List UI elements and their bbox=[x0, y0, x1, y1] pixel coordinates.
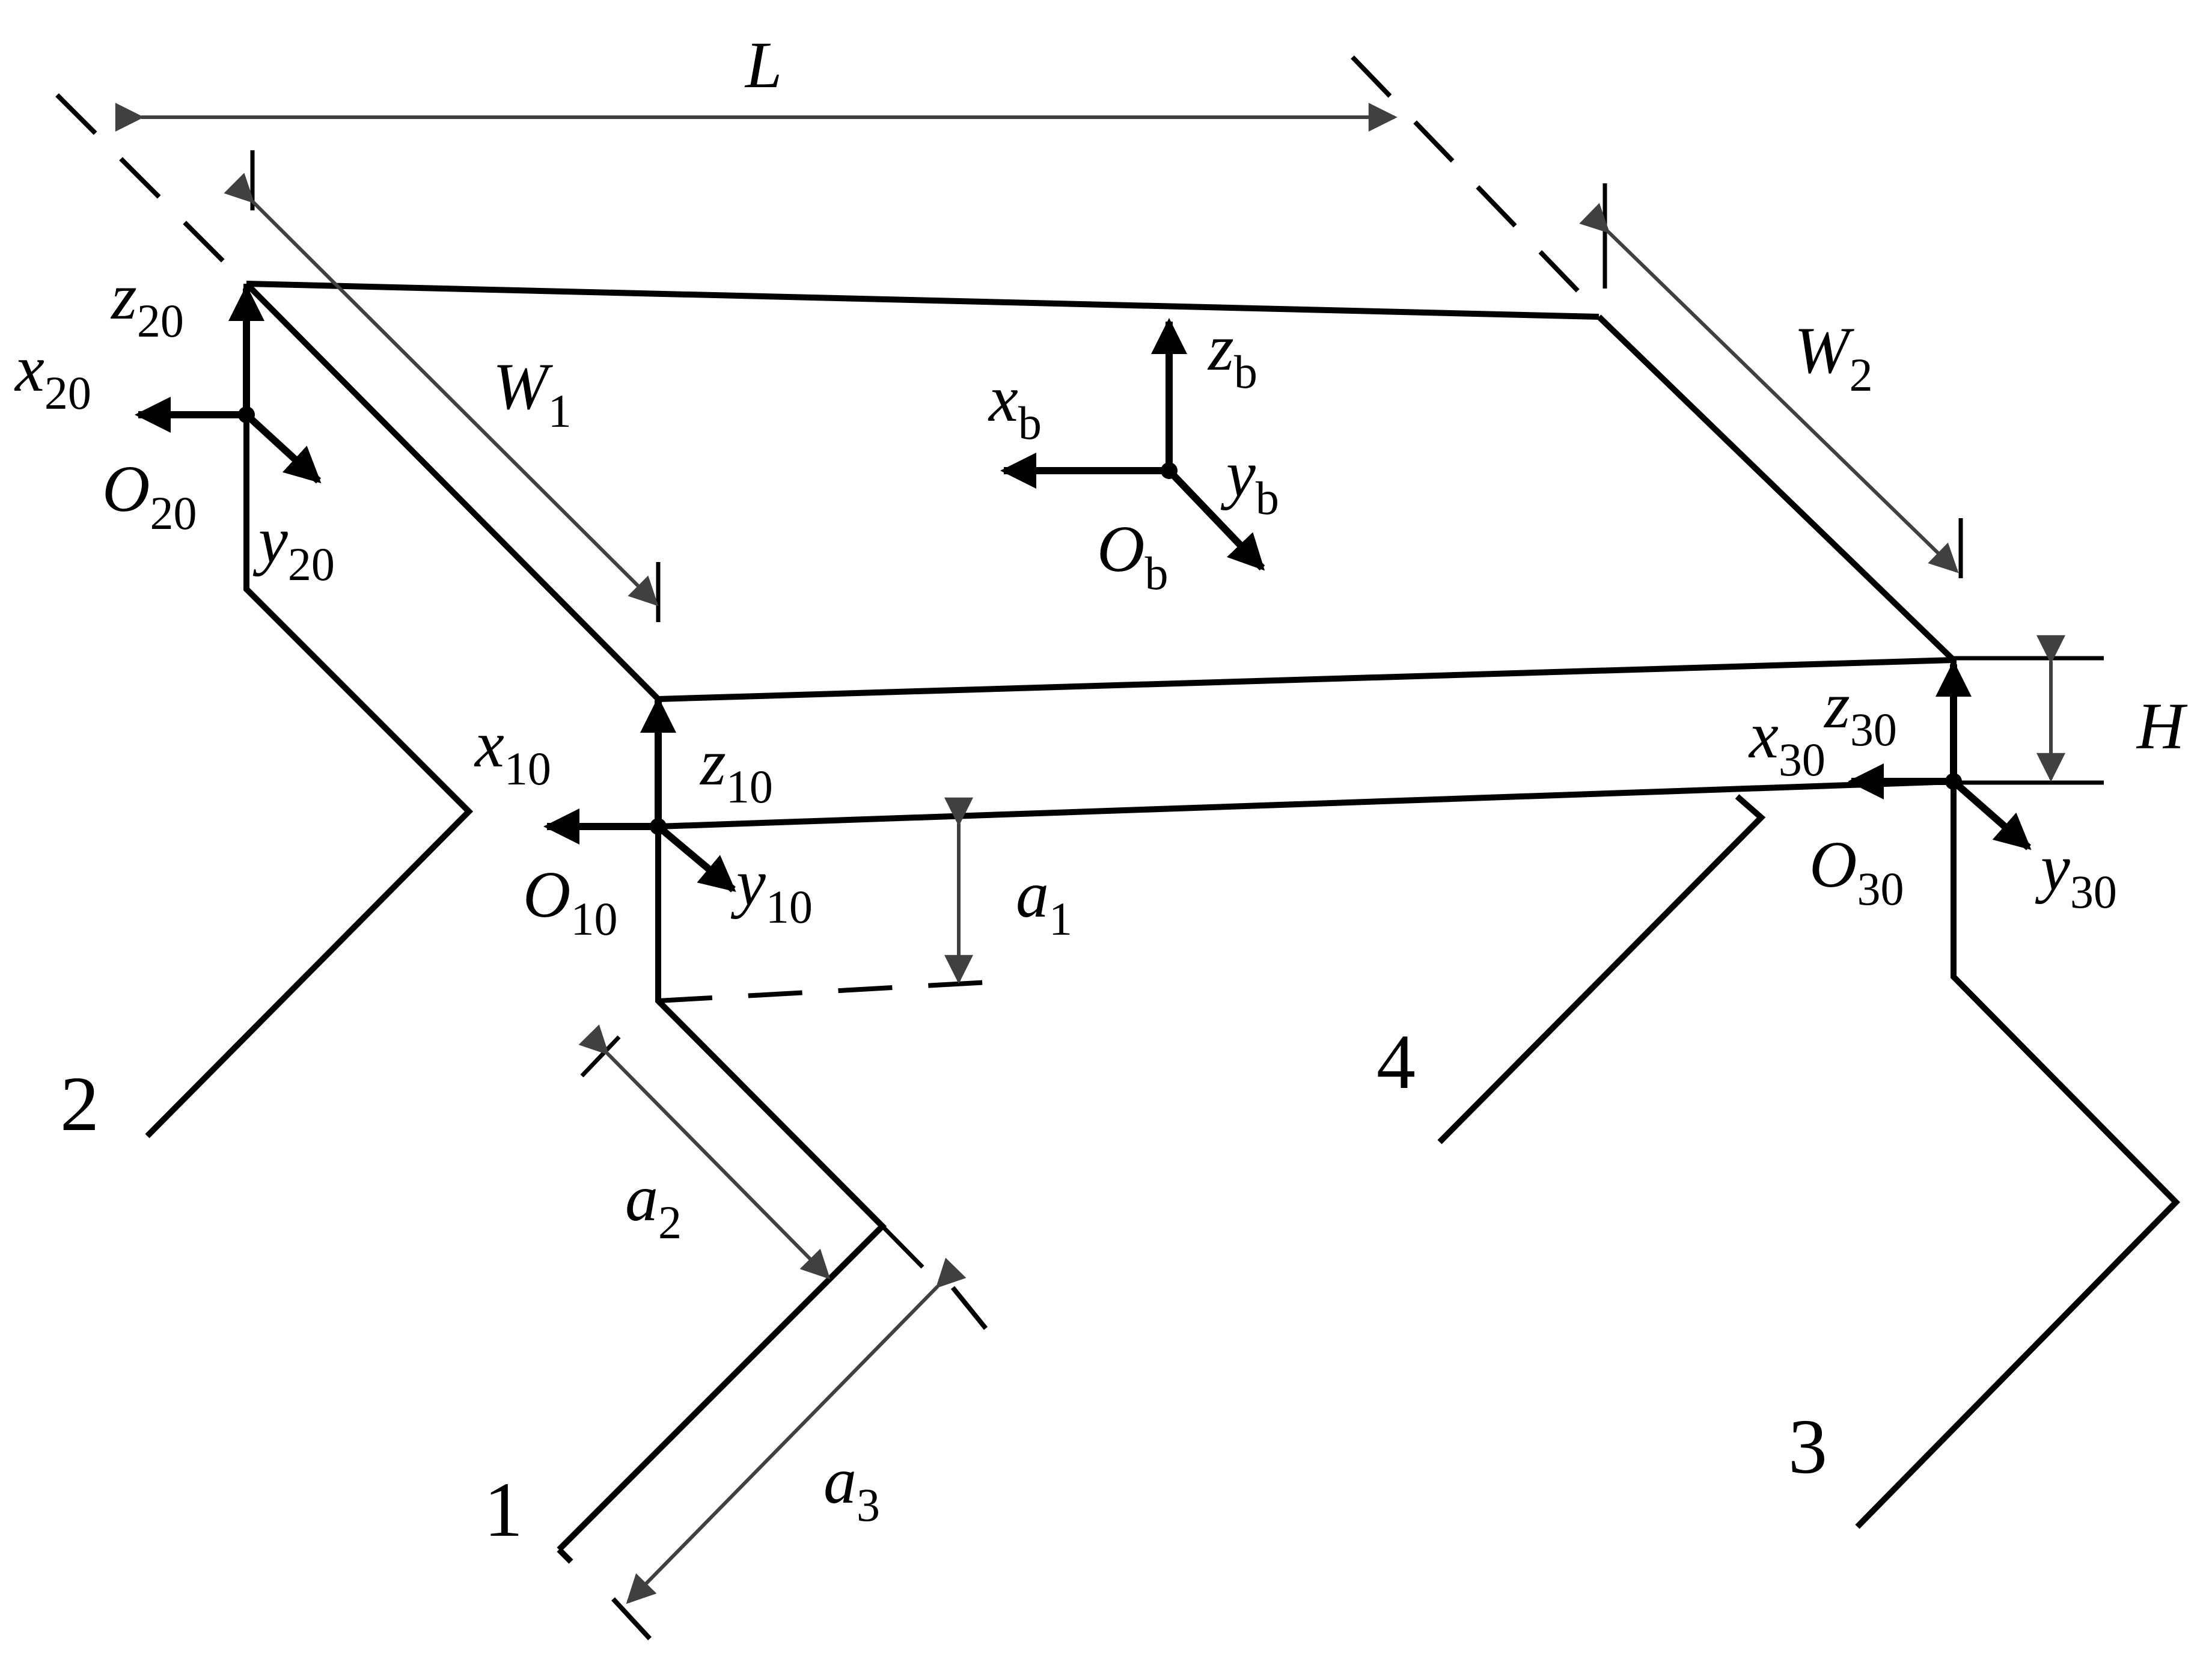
label-zb: zb bbox=[1207, 311, 1257, 398]
guide-right-diagonal bbox=[1351, 55, 1598, 311]
body-right-edge bbox=[1596, 314, 1956, 662]
leg-number-2: 2 bbox=[60, 1061, 99, 1147]
leg-number-3: 3 bbox=[1788, 1404, 1827, 1490]
leg-4-links bbox=[1437, 794, 1766, 1144]
label-y20: y20 bbox=[252, 503, 335, 590]
body-front-bottom-edge bbox=[658, 778, 1954, 830]
leg-number-4: 4 bbox=[1376, 1019, 1416, 1105]
frame-labels: zb xb yb Ob z10 x10 y10 O10 z20 x20 y20 … bbox=[14, 260, 2117, 945]
leg-3-links bbox=[1855, 781, 2181, 1529]
label-a1: a1 bbox=[1016, 858, 1072, 945]
leg2-y-axis bbox=[243, 412, 322, 484]
dim-W1-arrow bbox=[224, 173, 659, 607]
label-W1: W1 bbox=[493, 350, 572, 437]
body-back-edge bbox=[246, 281, 1599, 320]
label-H: H bbox=[2136, 689, 2188, 763]
guide-a1-baseline bbox=[658, 979, 1010, 1003]
leg1-y-axis bbox=[656, 823, 736, 893]
body-origin-dot bbox=[1161, 462, 1178, 479]
dim-W2-arrow bbox=[1579, 203, 1959, 573]
frame-axes bbox=[135, 285, 2032, 893]
leg-numbers: 1 2 3 4 bbox=[60, 1019, 1827, 1553]
body-left-edge bbox=[244, 281, 661, 701]
label-L: L bbox=[744, 28, 782, 102]
body-front-top-edge bbox=[658, 657, 1954, 702]
dimension-labels: L W1 W2 H a1 a2 a3 bbox=[493, 28, 2188, 1531]
label-y30: y30 bbox=[2035, 831, 2117, 918]
label-xb: xb bbox=[988, 362, 1042, 449]
label-x30: x30 bbox=[1748, 698, 1826, 786]
label-y10: y10 bbox=[730, 846, 813, 933]
guide-a3-start bbox=[611, 1597, 666, 1653]
dim-a2-arrow bbox=[578, 1024, 831, 1280]
dim-a3-arrow bbox=[626, 1257, 967, 1604]
label-x20: x20 bbox=[14, 332, 91, 419]
label-yb: yb bbox=[1220, 437, 1279, 524]
label-a2: a2 bbox=[625, 1161, 682, 1248]
label-O20: O20 bbox=[102, 452, 197, 539]
label-a3: a3 bbox=[823, 1444, 880, 1531]
leg2-origin-dot bbox=[238, 406, 255, 423]
label-z10: z10 bbox=[699, 726, 773, 813]
leg3-y-axis bbox=[1951, 778, 2032, 851]
leg1-origin-dot bbox=[650, 818, 667, 835]
tick-a2-start bbox=[580, 1035, 621, 1078]
label-z20: z20 bbox=[110, 260, 184, 347]
label-O10: O10 bbox=[523, 858, 617, 945]
leg-number-1: 1 bbox=[484, 1467, 523, 1553]
label-z30: z30 bbox=[1823, 668, 1897, 756]
guide-left-diagonal bbox=[55, 93, 239, 277]
leg-3 bbox=[1855, 781, 2181, 1529]
guide-a3-end bbox=[950, 1286, 988, 1330]
leg3-origin-dot bbox=[1945, 773, 1962, 790]
label-x10: x10 bbox=[474, 707, 551, 795]
leg-4 bbox=[1437, 794, 1766, 1144]
label-O30: O30 bbox=[1809, 828, 1904, 915]
label-W2: W2 bbox=[1794, 314, 1873, 401]
tick-a2-end bbox=[881, 1224, 924, 1269]
label-Ob: Ob bbox=[1097, 512, 1168, 599]
dimension-arrows bbox=[115, 103, 2065, 1604]
body-y-axis bbox=[1166, 468, 1265, 571]
leg-1-foot bbox=[557, 1547, 573, 1564]
